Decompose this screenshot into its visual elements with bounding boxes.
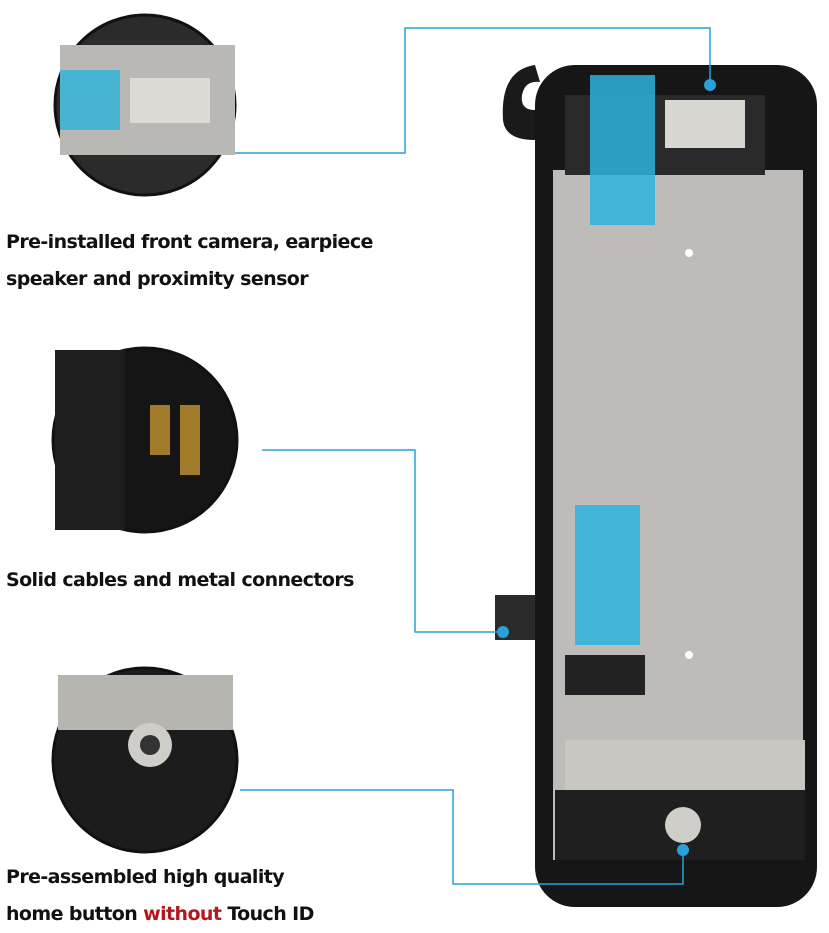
caption-text: home button [6, 903, 144, 925]
phone-screen-assembly [495, 65, 817, 907]
caption-line: Pre-installed front camera, earpiece [6, 231, 373, 253]
blue-tape-top [590, 75, 655, 225]
callout-circle-connectors [51, 346, 239, 534]
caption-connectors: Solid cables and metal connectors [6, 562, 354, 599]
callout-circle-camera [53, 13, 237, 197]
caption-text: Touch ID [221, 903, 314, 925]
pointer-dot [704, 79, 716, 91]
leader-lines [235, 27, 711, 885]
pointer-dot [677, 844, 689, 856]
caption-line: speaker and proximity sensor [6, 268, 309, 290]
caption-home-button: Pre-assembled high quality home button w… [6, 859, 314, 933]
caption-camera: Pre-installed front camera, earpiece spe… [6, 224, 373, 298]
pointer-dot [497, 626, 509, 638]
caption-line: home button without Touch ID [6, 896, 314, 933]
caption-line: Solid cables and metal connectors [6, 569, 354, 591]
blue-tape-bottom [575, 505, 640, 645]
caption-highlight: without [143, 903, 222, 925]
callout-circle-home-button [51, 666, 239, 854]
earpiece-bracket [665, 100, 745, 148]
home-button-bracket [665, 807, 701, 843]
caption-line: Pre-assembled high quality [6, 866, 285, 888]
